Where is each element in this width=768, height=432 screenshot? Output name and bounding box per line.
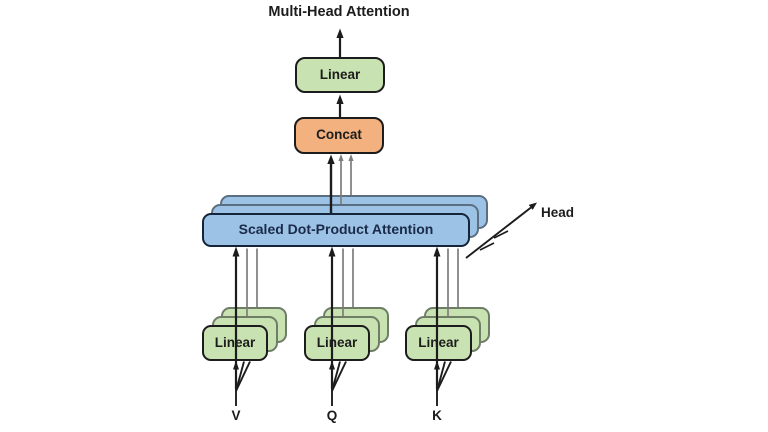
diagram-title: Multi-Head Attention	[268, 4, 410, 20]
linear-v-label: Linear	[214, 334, 256, 350]
input-q-label: Q	[326, 408, 338, 423]
output-linear-label: Linear	[319, 66, 361, 82]
attention-label: Scaled Dot-Product Attention	[238, 221, 434, 238]
head-label: Head	[541, 205, 575, 220]
arrow-concat-to-linear	[336, 94, 344, 117]
head-hatch-tick-1	[493, 230, 509, 239]
input-k-label: K	[432, 408, 442, 423]
linear-q-box-front	[304, 325, 370, 361]
input-v-label: V	[231, 408, 241, 423]
linear-k-label: Linear	[418, 334, 459, 350]
linear-k-box-front	[405, 325, 472, 361]
concat-label: Concat	[316, 127, 362, 143]
output-linear-box	[295, 57, 385, 93]
head-hatch-tick-2	[479, 242, 495, 251]
linear-q-label: Linear	[316, 334, 358, 350]
concat-box	[294, 117, 384, 154]
arrow-linear-to-title	[336, 28, 344, 57]
attention-box-front	[202, 213, 470, 247]
